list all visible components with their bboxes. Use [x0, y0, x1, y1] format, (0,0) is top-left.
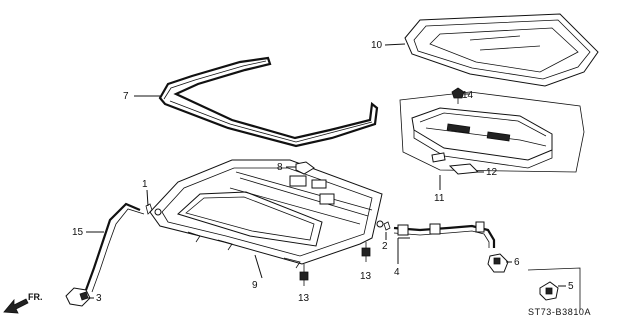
weatherstrip-part [158, 56, 379, 148]
drain-tube-left-part [84, 202, 145, 293]
grommet-b-part [299, 264, 309, 286]
bracket-part [295, 161, 315, 175]
sunshade-handle-part [431, 152, 480, 175]
drain-elbow-right-part [487, 253, 509, 273]
glass-panel-part [404, 13, 599, 87]
drain-tube-right-part [393, 221, 496, 248]
clamp-part [145, 203, 153, 215]
callout-10: 10 [371, 40, 383, 51]
callout-6: 6 [514, 257, 520, 268]
callout-2: 2 [382, 241, 388, 252]
callout-4: 4 [394, 267, 400, 278]
leader-10 [384, 43, 406, 46]
callout-3: 3 [96, 293, 102, 304]
callout-13b: 13 [298, 293, 310, 304]
sunshade-part [411, 107, 553, 169]
callout-15: 15 [72, 227, 84, 238]
callout-8: 8 [277, 162, 283, 173]
callout-9: 9 [252, 280, 258, 291]
callout-1: 1 [142, 179, 148, 190]
clip-part [451, 87, 465, 104]
drain-valve-box [527, 267, 581, 310]
callout-5: 5 [568, 281, 574, 292]
drain-valve-part [539, 281, 559, 301]
callout-13a: 13 [360, 271, 372, 282]
callout-11: 11 [434, 193, 445, 204]
grommet-a-part [361, 242, 371, 262]
callout-7: 7 [123, 91, 129, 102]
sunshade-group-box [399, 91, 585, 173]
direction-label: FR. [28, 292, 43, 302]
diagram-code: ST73-B3810A [528, 307, 591, 317]
leader-1 [146, 189, 149, 207]
sunroof-frame-part [149, 159, 384, 269]
clamp-right-part [383, 221, 391, 231]
callout-14: 14 [462, 90, 474, 101]
leader-9 [254, 254, 263, 279]
drain-elbow-left-part [65, 287, 91, 307]
front-direction-arrow-icon [3, 298, 29, 314]
callout-12: 12 [486, 167, 498, 178]
